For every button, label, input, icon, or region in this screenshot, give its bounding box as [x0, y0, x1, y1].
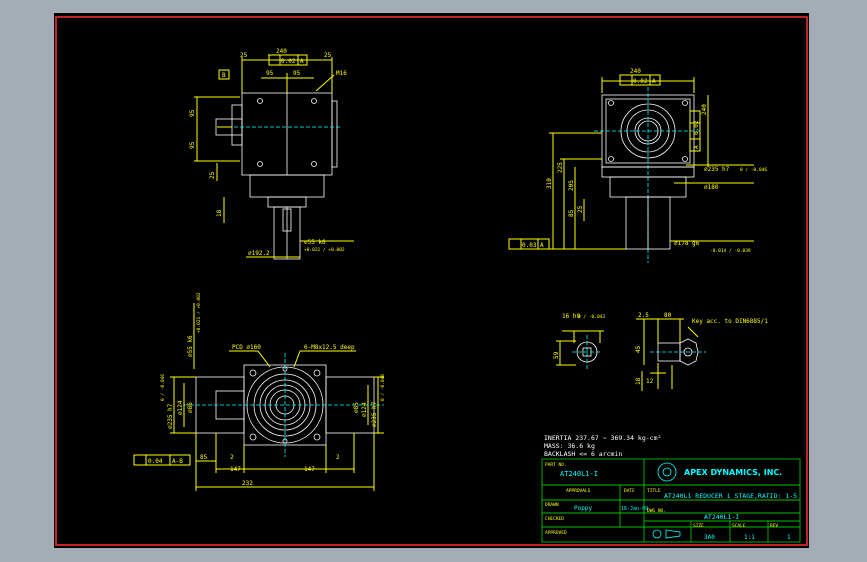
side-runout-datum: A [540, 242, 544, 249]
front-left-25: 25 [240, 52, 248, 59]
tb-scale: 1:1 [744, 534, 755, 541]
front-view: B 240 0.02 A 25 25 95 95 M16 95 95 25 18… [189, 48, 354, 260]
side-bore: ⌀235 h7 [704, 166, 730, 173]
tb-rev-label: REV [770, 523, 778, 529]
cad-drawing: B 240 0.02 A 25 25 95 95 M16 95 95 25 18… [55, 16, 808, 546]
plan-runout-datum: A-B [172, 458, 183, 465]
plan-pcd: PCD ⌀160 [232, 344, 261, 351]
projection-symbol-icon [652, 529, 662, 539]
front-datum-b: B [222, 72, 226, 79]
plan-bore-l: ⌀235 h7 [167, 403, 174, 429]
plan-view: ⌀55 k6 +0.021 / +0.002 PCD ⌀160 6-M8x12.… [133, 292, 386, 491]
front-flat-top: 240 [276, 48, 287, 55]
plan-shaft: ⌀55 k6 [187, 335, 194, 357]
tb-drawn-by: Poppy [574, 505, 592, 512]
front-dim-18: 18 [216, 209, 223, 217]
spec-notes: INERTIA 237.67 ~ 369.34 kg-cm² MASS: 36.… [544, 434, 661, 458]
side-runout-tol: 0.03 [522, 242, 537, 249]
title-block: PART NO. AT240L1-I APEX DYNAMICS, INC. A… [541, 458, 801, 543]
key-h18: 18 [635, 377, 642, 385]
tb-size-label: SIZE [693, 523, 704, 529]
front-shaft-tol: +0.021 / +0.002 [304, 247, 345, 253]
front-tol: 0.02 [281, 58, 296, 65]
front-span-95a: 95 [266, 70, 274, 77]
side-h85: 85 [568, 209, 575, 217]
tb-drawn-date: 16-Jan-09 [621, 506, 648, 512]
side-v240: 240 [701, 104, 708, 115]
tb-company: APEX DYNAMICS, INC. [684, 468, 782, 477]
plan-w232: 232 [242, 480, 253, 487]
tb-dwg-no: AT240L1-I [704, 513, 739, 521]
tb-title-label: TITLE [647, 488, 661, 494]
side-flange: ⌀178 g6 [674, 240, 700, 247]
front-v-95b: 95 [189, 141, 196, 149]
plan-runout: 0.04 [148, 458, 163, 465]
side-datum: A [652, 78, 656, 85]
tb-date-label: DATE [624, 488, 635, 494]
plan-bore-r-tol: 0 / -0.046 [380, 374, 386, 401]
side-tol: 0.02 [633, 78, 648, 85]
spec-inertia: INERTIA 237.67 ~ 369.34 kg-cm² [544, 434, 661, 442]
key-width: 16 h9 [562, 313, 580, 320]
plan-w85: 85 [200, 454, 208, 461]
plan-w147b: 147 [304, 466, 315, 473]
plan-w2a: 2 [230, 454, 234, 461]
plan-d124: ⌀124 [177, 400, 184, 415]
plan-bore-r: ⌀235 h7 [371, 401, 378, 427]
side-v-tol: 0.02 [693, 120, 700, 135]
front-pilot: ⌀192.2 [248, 250, 270, 257]
side-v-datum: A [693, 145, 700, 149]
tb-checked-label: CHECKED [545, 516, 564, 522]
key-w80: 80 [664, 312, 672, 319]
front-datum-a: A [300, 58, 304, 65]
plan-shaft-tol: +0.021 / +0.002 [196, 292, 202, 333]
tb-approved-label: APPROVED [545, 530, 567, 536]
side-h310: 310 [546, 178, 553, 189]
side-h225: 225 [557, 162, 564, 173]
tb-title: AT240L1 REDUCER 1 STAGE,RATIO: 1-5 [664, 492, 797, 500]
tb-drawn-label: DRAWN [545, 502, 559, 508]
side-h25: 25 [577, 205, 584, 213]
tb-part-no: AT240L1-I [560, 470, 598, 478]
side-d180: ⌀180 [704, 184, 719, 191]
front-v-25: 25 [209, 171, 216, 179]
tb-size: 3A0 [704, 534, 715, 541]
front-shaft: ⌀55 k6 [304, 239, 326, 246]
drawing-sheet: B 240 0.02 A 25 25 95 95 M16 95 95 25 18… [54, 13, 809, 548]
key-h12: 12 [646, 378, 654, 385]
plan-holes: 6-M8x12.5 deep [304, 344, 355, 351]
front-right-25: 25 [324, 52, 332, 59]
front-v-95a: 95 [189, 109, 196, 117]
spec-backlash: BACKLASH <= 6 arcmin [544, 450, 622, 458]
side-flat: 240 [630, 68, 641, 75]
tb-approvals-label: APPROVALS [566, 488, 591, 494]
side-view: 240 0.02 A 240 0.02 A ⌀235 h7 0 / -0.046… [508, 68, 767, 263]
plan-bore-l-tol: 0 / -0.046 [160, 374, 166, 401]
side-flange-tol: -0.014 / -0.039 [710, 248, 751, 254]
tb-dwg-no-label: DWG NO. [647, 508, 666, 514]
side-bore-tol: 0 / -0.046 [740, 167, 767, 173]
key-tol: 0 / -0.043 [578, 314, 605, 320]
plan-d85r: ⌀85 [353, 402, 360, 413]
sheet-border [55, 16, 808, 546]
key-w25: 2.5 [638, 312, 649, 319]
spec-mass: MASS: 36.6 kg [544, 442, 595, 450]
plan-d86: ⌀86 [187, 402, 194, 413]
key-detail: 16 h9 0 / -0.043 59 2.5 80 45 18 12 Key … [553, 312, 768, 391]
key-h45: 45 [635, 345, 642, 353]
front-thread: M16 [336, 70, 347, 77]
tb-part-no-label: PART NO. [545, 462, 567, 468]
plan-w2b: 2 [336, 454, 340, 461]
side-h205: 205 [568, 180, 575, 191]
plan-w147a: 147 [230, 466, 241, 473]
tb-scale-label: SCALE [732, 523, 746, 529]
key-h59: 59 [553, 351, 560, 359]
key-note: Key acc. to DIN6885/1 [692, 318, 768, 325]
plan-d124r: ⌀124 [361, 402, 368, 417]
tb-rev: 1 [787, 534, 791, 541]
front-span-95b: 95 [293, 70, 301, 77]
